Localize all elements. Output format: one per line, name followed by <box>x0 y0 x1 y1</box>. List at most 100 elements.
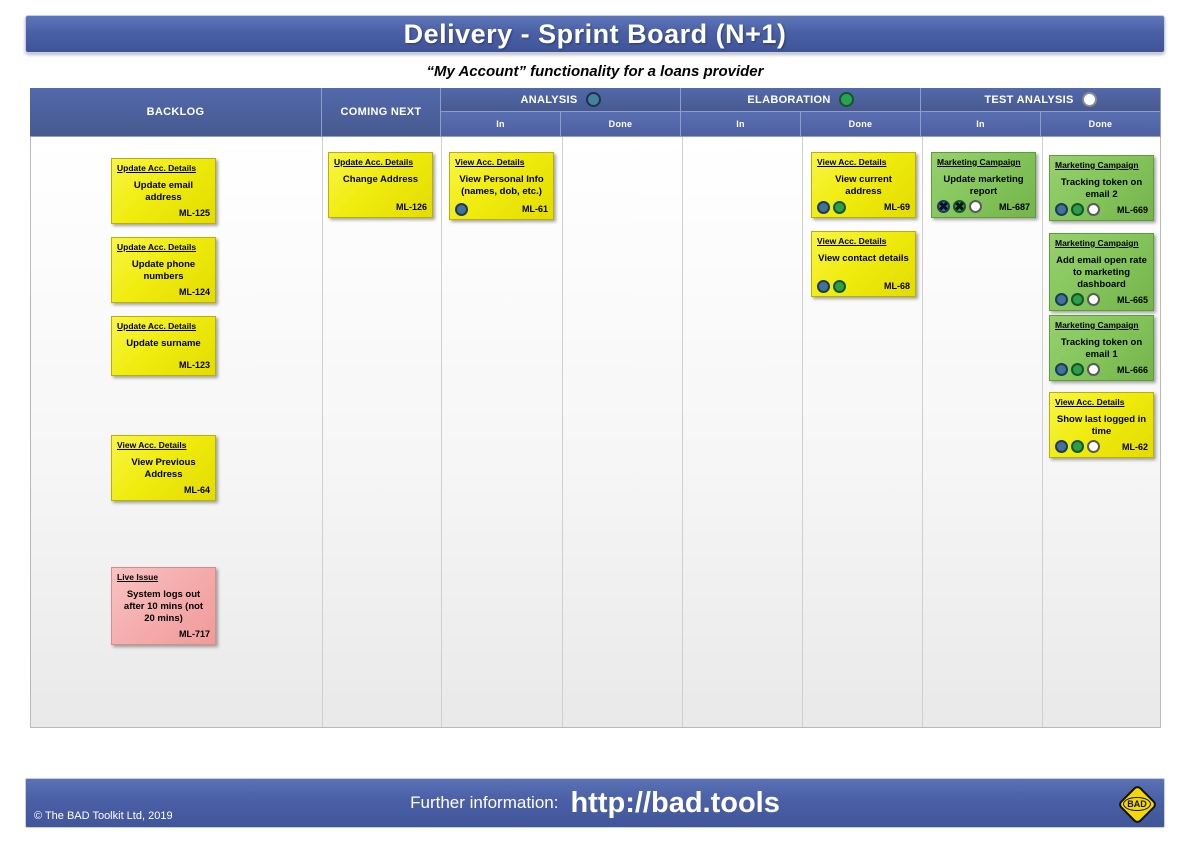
card-id: ML-123 <box>178 360 210 370</box>
page-subtitle: “My Account” functionality for a loans p… <box>426 63 764 80</box>
epic-link[interactable]: View Acc. Details <box>117 440 187 450</box>
title-bar: Delivery - Sprint Board (N+1) <box>25 15 1165 53</box>
card-ml-666[interactable]: Marketing Campaign Tracking token on ema… <box>1049 315 1154 381</box>
card-id: ML-68 <box>883 281 910 291</box>
card-id: ML-69 <box>883 202 910 212</box>
card-id: ML-665 <box>1116 294 1148 305</box>
column-divider <box>802 137 803 727</box>
epic-link[interactable]: Update Acc. Details <box>117 242 197 252</box>
column-label: BACKLOG <box>146 106 205 118</box>
card-id: ML-717 <box>178 628 210 639</box>
analysis-done-dot-icon <box>1055 363 1068 377</box>
board-header: BACKLOG COMING NEXT ANALYSIS ELABORATION… <box>30 88 1161 137</box>
column-divider <box>682 137 683 727</box>
test-done-dot-icon <box>1087 440 1100 454</box>
card-ml-62[interactable]: View Acc. Details Show last logged in ti… <box>1049 392 1154 458</box>
card-title: View contact details <box>818 253 909 264</box>
card-ml-669[interactable]: Marketing Campaign Tracking token on ema… <box>1049 155 1154 221</box>
analysis-done-dot-crossed-icon <box>937 200 950 214</box>
analysis-done-dot-icon <box>455 202 468 216</box>
card-title: Show last logged in time <box>1056 414 1147 437</box>
epic-link[interactable]: Marketing Campaign <box>937 157 1021 167</box>
subcolumn-test-done: Done <box>1041 112 1161 137</box>
column-header-coming-next: COMING NEXT <box>322 88 441 137</box>
card-title: Tracking token on email 1 <box>1060 337 1143 360</box>
card-ml-717[interactable]: Live Issue System logs out after 10 mins… <box>111 567 216 645</box>
footer-url-link[interactable]: http://bad.tools <box>570 786 780 819</box>
sprint-board: BACKLOG COMING NEXT ANALYSIS ELABORATION… <box>30 88 1161 728</box>
board-body: Update Acc. Details Update email address… <box>30 137 1161 728</box>
subcolumn-analysis-done: Done <box>561 112 681 137</box>
test-done-dot-icon <box>1087 293 1100 307</box>
elaboration-status-circle-icon <box>838 92 854 107</box>
elaboration-done-dot-icon <box>1071 203 1084 217</box>
card-title: Tracking token on email 2 <box>1060 177 1143 200</box>
card-title: View Previous Address <box>131 457 196 480</box>
subcolumn-test-in: In <box>921 112 1041 137</box>
elaboration-done-dot-crossed-icon <box>953 200 966 214</box>
card-ml-126[interactable]: Update Acc. Details Change Address ML-12… <box>328 152 433 218</box>
column-label: COMING NEXT <box>340 106 422 118</box>
elaboration-done-dot-icon <box>833 200 846 214</box>
analysis-done-dot-icon <box>817 279 830 293</box>
column-label: TEST ANALYSIS <box>984 93 1074 106</box>
card-title: System logs out after 10 mins (not 20 mi… <box>123 589 204 624</box>
elaboration-done-dot-icon <box>833 279 846 293</box>
column-divider <box>441 137 442 727</box>
analysis-done-dot-icon <box>1055 203 1068 217</box>
card-title: Update email address <box>133 180 194 203</box>
column-header-elaboration: ELABORATION <box>681 88 921 112</box>
card-ml-125[interactable]: Update Acc. Details Update email address… <box>111 158 216 224</box>
logo-text: BAD <box>1123 797 1151 811</box>
epic-link[interactable]: Live Issue <box>117 572 159 582</box>
analysis-status-circle-icon <box>585 92 601 107</box>
column-header-analysis: ANALYSIS <box>441 88 681 112</box>
epic-link[interactable]: View Acc. Details <box>817 236 887 246</box>
card-title: View Personal Info (names, dob, etc.) <box>459 174 544 197</box>
elaboration-done-dot-icon <box>1071 440 1084 454</box>
footer-info-label: Further information: <box>410 793 559 812</box>
card-ml-69[interactable]: View Acc. Details View current address M… <box>811 152 916 218</box>
card-title: View current address <box>835 174 892 197</box>
test-done-dot-icon <box>1087 203 1100 217</box>
epic-link[interactable]: View Acc. Details <box>817 157 887 167</box>
card-ml-64[interactable]: View Acc. Details View Previous Address … <box>111 435 216 501</box>
column-divider <box>922 137 923 727</box>
bad-toolkit-logo: BAD <box>1116 783 1158 825</box>
analysis-done-dot-icon <box>817 200 830 214</box>
card-id: ML-669 <box>1116 204 1148 215</box>
card-ml-687[interactable]: Marketing Campaign Update marketing repo… <box>931 152 1036 218</box>
card-ml-665[interactable]: Marketing Campaign Add email open rate t… <box>1049 233 1154 311</box>
card-ml-61[interactable]: View Acc. Details View Personal Info (na… <box>449 152 554 220</box>
card-title: Update marketing report <box>943 174 1024 197</box>
epic-link[interactable]: View Acc. Details <box>1055 397 1125 407</box>
card-title: Add email open rate to marketing dashboa… <box>1056 255 1147 290</box>
analysis-done-dot-icon <box>1055 293 1068 307</box>
page-title: Delivery - Sprint Board (N+1) <box>403 18 787 49</box>
elaboration-done-dot-icon <box>1071 363 1084 377</box>
column-label: ANALYSIS <box>520 93 578 106</box>
elaboration-done-dot-icon <box>1071 293 1084 307</box>
epic-link[interactable]: Update Acc. Details <box>117 321 197 331</box>
card-id: ML-125 <box>178 207 210 218</box>
column-divider <box>1042 137 1043 727</box>
column-divider <box>322 137 323 727</box>
column-label: ELABORATION <box>747 93 831 106</box>
analysis-done-dot-icon <box>1055 440 1068 454</box>
epic-link[interactable]: Marketing Campaign <box>1055 160 1139 170</box>
epic-link[interactable]: Marketing Campaign <box>1055 238 1139 248</box>
subcolumn-elaboration-in: In <box>681 112 801 137</box>
subcolumn-analysis-in: In <box>441 112 561 137</box>
card-ml-123[interactable]: Update Acc. Details Update surname ML-12… <box>111 316 216 376</box>
card-id: ML-64 <box>183 484 210 495</box>
card-ml-124[interactable]: Update Acc. Details Update phone numbers… <box>111 237 216 303</box>
epic-link[interactable]: Update Acc. Details <box>117 163 197 173</box>
card-ml-68[interactable]: View Acc. Details View contact details M… <box>811 231 916 297</box>
epic-link[interactable]: View Acc. Details <box>455 157 525 167</box>
card-id: ML-62 <box>1121 441 1148 452</box>
column-header-backlog: BACKLOG <box>30 88 322 137</box>
column-divider <box>562 137 563 727</box>
test-done-dot-icon <box>1087 363 1100 377</box>
epic-link[interactable]: Marketing Campaign <box>1055 320 1139 330</box>
epic-link[interactable]: Update Acc. Details <box>334 157 414 167</box>
